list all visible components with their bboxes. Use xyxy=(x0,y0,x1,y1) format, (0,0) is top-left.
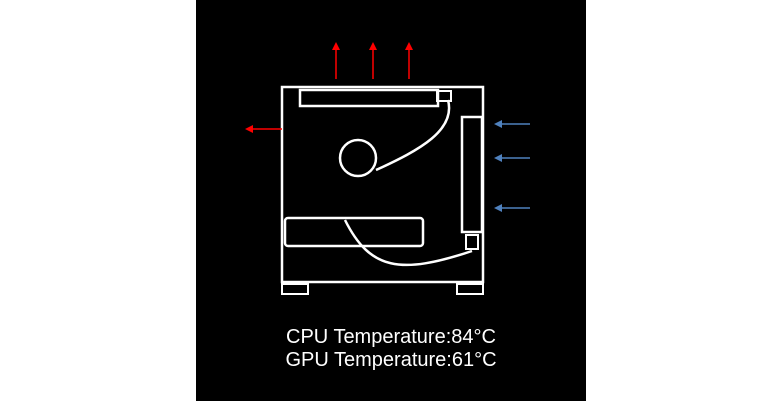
case-foot-left xyxy=(281,283,309,295)
diagram-panel xyxy=(196,0,586,401)
cpu-coolant-tube xyxy=(375,99,451,172)
cpu-temperature-readout: CPU Temperature:84°C xyxy=(286,326,496,348)
front-radiator-fitting xyxy=(465,234,479,250)
case-foot-right xyxy=(456,283,484,295)
gpu-coolant-tube xyxy=(343,219,473,267)
cpu-block xyxy=(338,138,378,178)
gpu-temperature-readout: GPU Temperature:61°C xyxy=(285,349,497,371)
front-radiator xyxy=(460,115,484,234)
top-radiator-fitting xyxy=(436,90,452,102)
gpu-card xyxy=(283,216,425,248)
